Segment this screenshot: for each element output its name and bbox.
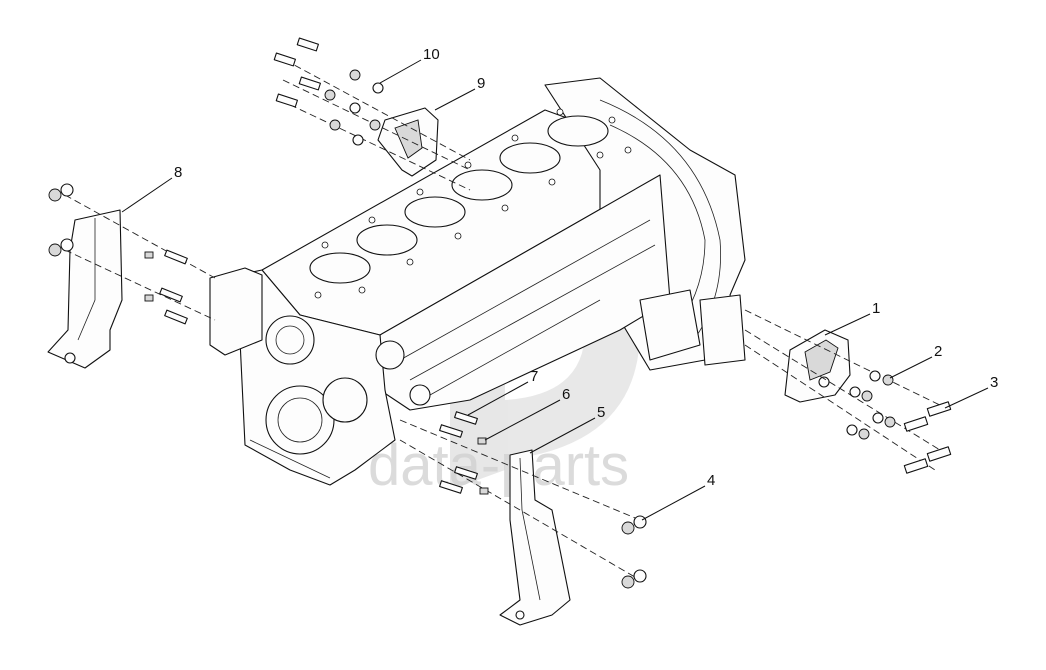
callout-9: 9: [477, 75, 485, 92]
callout-2: 2: [934, 343, 942, 360]
front-studs: [144, 249, 188, 325]
leader-lines: [121, 59, 989, 521]
rear-mount-bracket: [784, 329, 851, 403]
callout-6: 6: [562, 386, 570, 403]
callout-10: 10: [423, 46, 440, 63]
left-nuts: [48, 183, 74, 257]
right-support-nuts: [621, 515, 647, 589]
callout-8: 8: [174, 164, 182, 181]
front-left-support: [47, 209, 123, 369]
rear-bolts: [846, 370, 952, 474]
callout-3: 3: [990, 374, 998, 391]
callout-7: 7: [530, 368, 538, 385]
front-right-support: [499, 449, 571, 626]
engine-block: [209, 77, 746, 486]
callouts: 1 2 3 4 5 6 7 8 9 10: [174, 46, 998, 489]
callout-4: 4: [707, 472, 715, 489]
top-bolts: [273, 37, 384, 146]
top-lift-bracket: [377, 107, 439, 177]
lower-studs: [439, 411, 489, 495]
callout-5: 5: [597, 404, 605, 421]
callout-1: 1: [872, 300, 880, 317]
watermark-text: data-parts: [368, 433, 629, 498]
